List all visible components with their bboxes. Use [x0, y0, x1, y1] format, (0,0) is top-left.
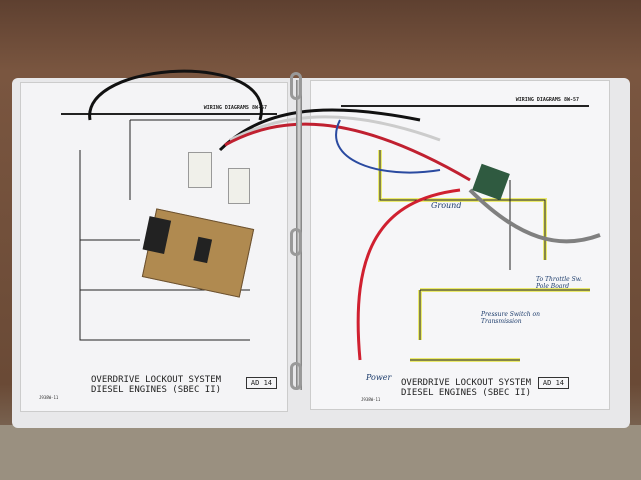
handwritten-power: Power: [366, 373, 392, 382]
binder-ring-bottom: [290, 362, 302, 390]
white-wire: [229, 115, 441, 142]
diagram-title: OVERDRIVE LOCKOUT SYSTEM DIESEL ENGINES …: [91, 375, 221, 395]
white-connector: [188, 152, 212, 188]
left-circuit-lines: [79, 119, 250, 341]
gray-wire: [468, 188, 601, 244]
page-label: AD 14: [245, 377, 277, 389]
blue-wire: [335, 119, 441, 174]
figure-code: J938W-11: [39, 395, 59, 400]
red-wire-top: [224, 122, 471, 182]
handwritten-ground: Ground: [431, 201, 462, 210]
header-rule: [341, 105, 589, 107]
carpet: [0, 425, 641, 480]
title-line-1: OVERDRIVE LOCKOUT SYSTEM: [91, 375, 222, 385]
header-rule: [61, 113, 277, 115]
handwritten-pressure-switch: Pressure Switch on Transmission: [481, 311, 540, 325]
title-line-2: DIESEL ENGINES (SBEC II): [401, 388, 532, 398]
red-wire-power: [356, 188, 461, 361]
title-line-2: DIESEL ENGINES (SBEC II): [91, 385, 222, 395]
title-line-1: OVERDRIVE LOCKOUT SYSTEM: [401, 378, 532, 388]
page-label: AD 14: [537, 377, 569, 389]
binder-ring-middle: [290, 228, 302, 256]
right-circuit-lines: [379, 150, 590, 361]
ic-chip: [193, 236, 213, 264]
white-connector-2: [228, 168, 250, 204]
page-header: WIRING DIAGRAMS 8W-57: [203, 105, 267, 111]
diagram-title: OVERDRIVE LOCKOUT SYSTEM DIESEL ENGINES …: [401, 378, 531, 398]
handwritten-throttle: To Throttle Sw. Pole Board: [536, 276, 583, 290]
black-wire-loop: [88, 69, 263, 121]
binder-ring-top: [290, 72, 302, 100]
figure-code: J938W-11: [361, 397, 381, 402]
page-header: WIRING DIAGRAMS 8W-57: [515, 97, 579, 103]
